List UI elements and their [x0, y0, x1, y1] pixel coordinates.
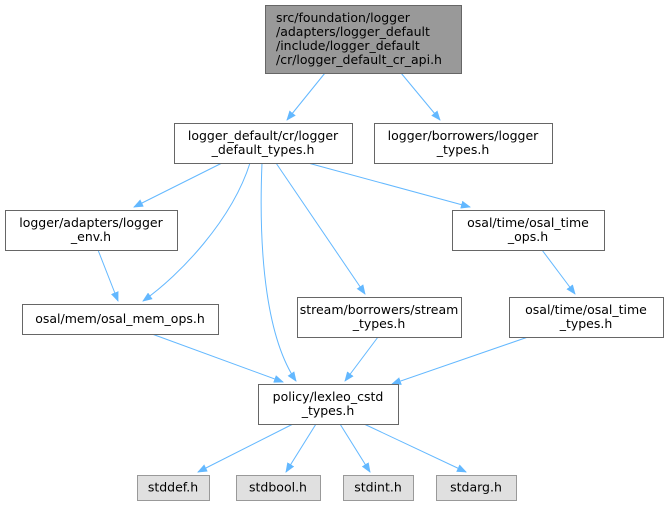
edge-cstd_types-to-stddef [197, 423, 294, 473]
node-label-line: _types.h [301, 403, 355, 418]
node-default_types[interactable]: logger_default/cr/logger_default_types.h [174, 123, 353, 164]
node-stdint: stdint.h [343, 475, 414, 501]
node-box [343, 475, 414, 501]
edge-default_types-to-logger_env [133, 162, 223, 208]
node-label-line: /adapters/logger_default [276, 24, 430, 39]
node-label-line: _types.h [436, 142, 490, 157]
node-layer: src/foundation/logger/adapters/logger_de… [5, 5, 664, 501]
edge-stream_types-to-cstd_types [344, 336, 379, 382]
edge-default_types-to-mem_ops [142, 162, 251, 302]
node-box [265, 5, 462, 74]
node-label-line: _env.h [70, 229, 111, 244]
edge-cstd_types-to-stdarg [363, 423, 467, 473]
node-box [436, 475, 517, 501]
node-label-line: stddef.h [148, 480, 198, 495]
node-label-line: stdbool.h [249, 480, 307, 495]
node-mem_ops[interactable]: osal/mem/osal_mem_ops.h [22, 304, 219, 335]
edge-root-to-default_types [286, 72, 326, 121]
edge-cstd_types-to-stdbool [285, 423, 317, 473]
edge-cstd_types-to-stdint [339, 423, 371, 473]
node-time_types[interactable]: osal/time/osal_time_types.h [509, 297, 664, 338]
node-box [452, 210, 605, 251]
node-label-line: _ops.h [507, 229, 548, 244]
node-box [258, 384, 399, 425]
node-box [297, 297, 462, 338]
edge-mem_ops-to-cstd_types [151, 333, 284, 383]
edge-default_types-to-cstd_types [260, 162, 297, 382]
node-stdbool: stdbool.h [236, 475, 321, 501]
node-time_ops[interactable]: osal/time/osal_time_ops.h [452, 210, 605, 251]
node-label-line: _types.h [559, 316, 613, 331]
node-borrowers_types[interactable]: logger/borrowers/logger_types.h [374, 123, 553, 164]
node-label-line: policy/lexleo_cstd [273, 389, 384, 404]
node-label-line: logger/adapters/logger [19, 215, 163, 230]
node-cstd_types[interactable]: policy/lexleo_cstd_types.h [258, 384, 399, 425]
edge-default_types-to-time_ops [307, 162, 471, 209]
edge-layer [97, 72, 576, 473]
edge-time_types-to-cstd_types [391, 336, 529, 385]
node-stream_types[interactable]: stream/borrowers/stream_types.h [297, 297, 462, 338]
node-label-line: src/foundation/logger [276, 10, 411, 25]
node-root[interactable]: src/foundation/logger/adapters/logger_de… [265, 5, 462, 74]
node-label-line: _default_types.h [211, 142, 315, 157]
edge-time_ops-to-time_types [541, 249, 576, 295]
node-label-line: stdarg.h [450, 480, 502, 495]
node-label-line: logger/borrowers/logger [388, 128, 540, 143]
node-label-line: osal/time/osal_time [467, 215, 589, 230]
edge-root-to-borrowers_types [400, 72, 441, 121]
node-label-line: _types.h [352, 316, 406, 331]
edge-default_types-to-stream_types [275, 162, 366, 295]
node-stddef: stddef.h [137, 475, 210, 501]
node-label-line: /include/logger_default [276, 38, 420, 53]
node-label-line: osal/mem/osal_mem_ops.h [35, 311, 205, 326]
node-box [5, 210, 178, 251]
node-label-line: /cr/logger_default_cr_api.h [276, 52, 442, 67]
node-box [509, 297, 664, 338]
node-box [236, 475, 321, 501]
node-stdarg: stdarg.h [436, 475, 517, 501]
node-label-line: stdint.h [354, 480, 402, 495]
node-label-line: osal/time/osal_time [525, 302, 647, 317]
node-label-line: stream/borrowers/stream [300, 302, 459, 317]
node-box [137, 475, 210, 501]
node-box [22, 304, 219, 335]
node-label-line: logger_default/cr/logger [188, 128, 339, 143]
node-box [174, 123, 353, 164]
node-logger_env[interactable]: logger/adapters/logger_env.h [5, 210, 178, 251]
edge-logger_env-to-mem_ops [97, 249, 119, 302]
node-box [374, 123, 553, 164]
